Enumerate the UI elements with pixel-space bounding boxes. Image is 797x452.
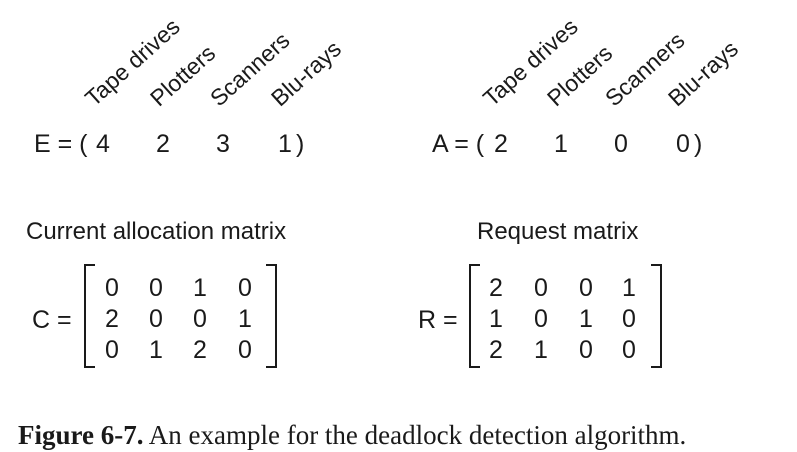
matrix-cell: 0 (579, 336, 593, 364)
left-bracket (84, 264, 95, 368)
matrix-cell: 0 (105, 274, 119, 302)
matrix-cell: 2 (489, 336, 503, 364)
right-bracket (651, 264, 662, 368)
matrix-cell: 0 (534, 305, 548, 333)
left-bracket (469, 264, 480, 368)
matrix-cell: 2 (489, 274, 503, 302)
matrix-cell: 0 (238, 336, 252, 364)
matrix-cell: 1 (579, 305, 593, 333)
matrix-cell: 1 (534, 336, 548, 364)
matrix-cell: 0 (579, 274, 593, 302)
existing-vector-suffix: ) (296, 130, 305, 158)
matrix-cell: 0 (534, 274, 548, 302)
matrix-cell: 1 (149, 336, 163, 364)
existing-vector-prefix: E = ( (34, 130, 88, 158)
matrix-cell: 0 (622, 305, 636, 333)
matrix-cell: 0 (105, 336, 119, 364)
figure-caption-text: An example for the deadlock detection al… (148, 420, 687, 450)
right-bracket (266, 264, 277, 368)
available-value: 0 (676, 130, 690, 158)
matrix-cell: 1 (622, 274, 636, 302)
figure-caption-label: Figure 6-7. (18, 420, 144, 450)
figure-caption: Figure 6-7. An example for the deadlock … (18, 420, 686, 451)
existing-value: 4 (96, 130, 110, 158)
matrix-cell: 1 (193, 274, 207, 302)
current-matrix-title: Current allocation matrix (26, 218, 287, 245)
matrix-cell: 1 (238, 305, 252, 333)
matrix-cell: 0 (149, 274, 163, 302)
matrix-cell: 0 (149, 305, 163, 333)
available-value: 0 (614, 130, 628, 158)
matrix-cell: 0 (622, 336, 636, 364)
matrix-cell: 1 (489, 305, 503, 333)
request-matrix-title: Request matrix (477, 218, 639, 245)
available-value: 1 (554, 130, 568, 158)
matrix-cell: 2 (105, 305, 119, 333)
available-vector-prefix: A = ( (432, 130, 485, 158)
request-matrix-label: R = (418, 306, 458, 334)
existing-value: 3 (216, 130, 230, 158)
available-value: 2 (494, 130, 508, 158)
available-vector-suffix: ) (694, 130, 703, 158)
current-matrix-label: C = (32, 306, 72, 334)
existing-value: 2 (156, 130, 170, 158)
matrix-cell: 2 (193, 336, 207, 364)
matrix-cell: 0 (238, 274, 252, 302)
existing-value: 1 (278, 130, 292, 158)
matrix-cell: 0 (193, 305, 207, 333)
